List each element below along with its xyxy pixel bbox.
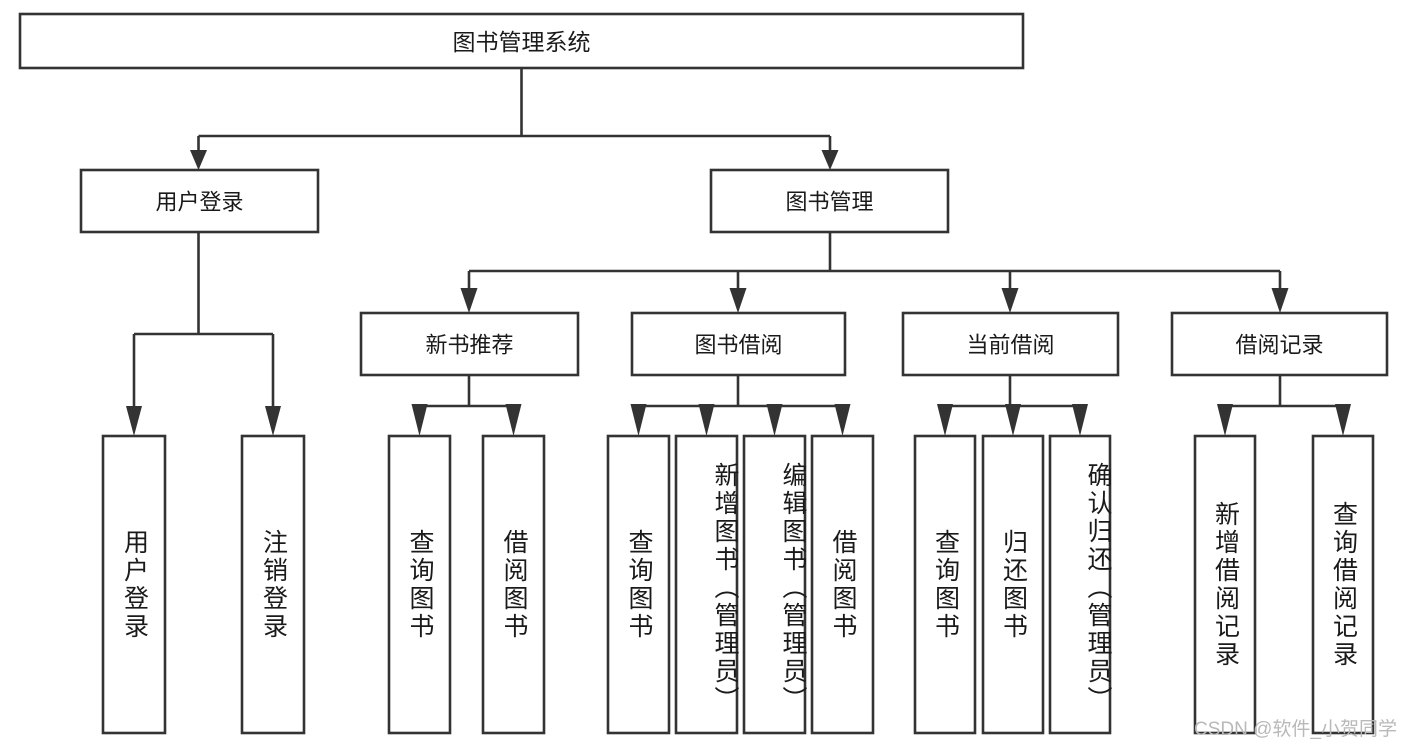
- arrow-head-bb-4: [834, 404, 851, 436]
- connector-group-current-borrow-leaves: [937, 375, 1088, 436]
- leaf-box-new-book-1[interactable]: [387, 434, 452, 735]
- node-root-system[interactable]: 图书管理系统: [18, 12, 1025, 70]
- node-book-borrow[interactable]: 图书借阅: [630, 311, 847, 377]
- leaf-box-new-book-2[interactable]: [481, 434, 546, 735]
- watermark-text: CSDN @软件_小贺同学: [1194, 719, 1397, 740]
- arrow-head-br-1: [1217, 404, 1233, 436]
- leaf-box-book-borrow-2[interactable]: [674, 434, 739, 735]
- arrow-head-book-manage: [821, 150, 839, 170]
- leaf-box-borrow-record-1[interactable]: [1193, 434, 1257, 735]
- arrow-head-nb-1: [411, 404, 428, 436]
- arrow-head-user-login: [190, 150, 207, 170]
- node-new-book-recommend-label: 新书推荐: [425, 333, 513, 358]
- node-current-borrow[interactable]: 当前借阅: [901, 311, 1120, 377]
- connector-group-new-book-leaves: [411, 375, 522, 436]
- connector-group-booklmanage-to-level3: [460, 232, 1289, 313]
- arrow-head-cb-2: [1005, 404, 1021, 436]
- leaf-box-user-login-2[interactable]: [240, 434, 306, 735]
- arrow-head-new-book: [460, 288, 478, 313]
- leaf-box-user-login-1[interactable]: [101, 434, 167, 735]
- connector-group-root-to-level2: [190, 68, 839, 170]
- arrow-head-book-borrow: [729, 288, 747, 313]
- leaf-box-current-borrow-1[interactable]: [913, 434, 977, 735]
- node-root-label: 图书管理系统: [453, 29, 591, 55]
- node-book-manage[interactable]: 图书管理: [709, 168, 950, 234]
- leaf-box-borrow-record-2[interactable]: [1311, 434, 1375, 735]
- arrow-head-ul-1: [126, 406, 142, 436]
- arrow-head-bb-1: [630, 404, 647, 436]
- node-current-borrow-label: 当前借阅: [966, 333, 1054, 358]
- arrow-head-cb-3: [1072, 404, 1088, 436]
- leaf-box-current-borrow-2[interactable]: [981, 434, 1045, 735]
- arrow-head-ul-2: [265, 406, 281, 436]
- arrow-head-cb-1: [937, 404, 953, 436]
- node-borrow-record-label: 借阅记录: [1235, 333, 1323, 358]
- arrow-head-current-borrow: [1001, 288, 1019, 313]
- node-borrow-record[interactable]: 借阅记录: [1170, 311, 1389, 377]
- node-book-manage-label: 图书管理: [785, 190, 873, 215]
- leaf-box-book-borrow-3[interactable]: [742, 434, 807, 735]
- node-book-borrow-label: 图书借阅: [694, 333, 782, 358]
- connector-group-borrow-record-leaves: [1217, 375, 1351, 436]
- node-new-book-recommend[interactable]: 新书推荐: [359, 311, 580, 377]
- connector-group-user-login-leaves: [126, 232, 281, 436]
- arrow-head-nb-2: [505, 404, 522, 436]
- connector-group-book-borrow-leaves: [630, 375, 851, 436]
- node-user-login[interactable]: 用户登录: [79, 168, 320, 234]
- node-user-login-label: 用户登录: [155, 190, 243, 215]
- arrow-head-borrow-record: [1271, 288, 1289, 313]
- leaf-box-current-borrow-3[interactable]: [1048, 434, 1112, 735]
- leaf-box-book-borrow-1[interactable]: [606, 434, 671, 735]
- leaf-box-book-borrow-4[interactable]: [810, 434, 875, 735]
- arrow-head-br-2: [1335, 404, 1351, 436]
- arrow-head-bb-3: [766, 404, 783, 436]
- arrow-head-bb-2: [698, 404, 715, 436]
